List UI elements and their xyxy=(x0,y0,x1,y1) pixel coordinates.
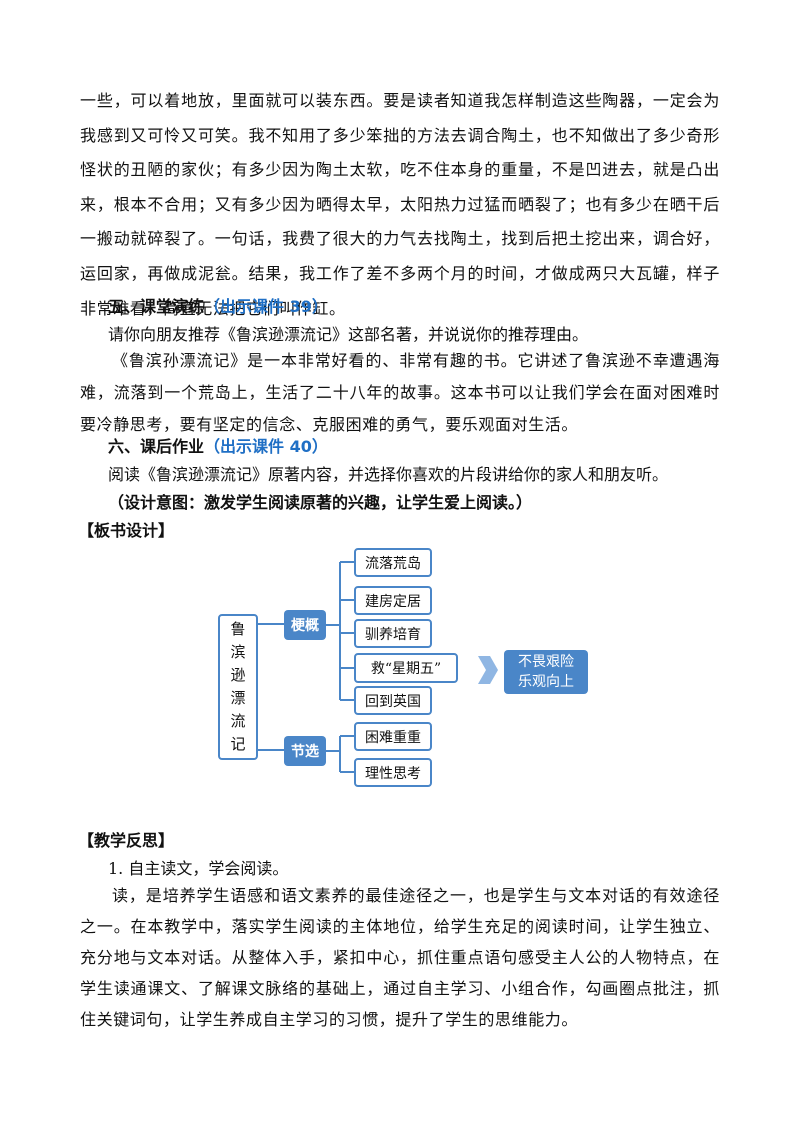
excerpt-item-box: 困难重重 xyxy=(354,722,432,751)
title-char: 流 xyxy=(230,712,246,730)
story-paragraph: 一些，可以着地放，里面就可以装东西。要是读者知道我怎样制造这些陶器，一定会为我感… xyxy=(80,91,720,318)
section-five-ref: （出示课件 39） xyxy=(204,297,328,316)
title-char: 记 xyxy=(230,735,246,753)
branch-summary-box: 梗概 xyxy=(284,610,326,640)
section-five-heading: 五、课堂演练（出示课件 39） xyxy=(108,296,328,318)
board-design-heading: 【板书设计】 xyxy=(78,521,175,540)
branch-excerpt-box: 节选 xyxy=(284,736,326,766)
reflection-heading: 【教学反思】 xyxy=(78,831,175,850)
section-five-prompt: 请你向朋友推荐《鲁滨逊漂流记》这部名著，并说说你的推荐理由。 xyxy=(108,325,589,344)
title-char: 滨 xyxy=(230,643,246,661)
excerpt-item-box: 理性思考 xyxy=(354,758,432,787)
summary-item-box: 驯养培育 xyxy=(354,619,432,648)
board-title-box: 鲁 滨 逊 漂 流 记 xyxy=(218,614,258,760)
title-char: 鲁 xyxy=(230,620,246,638)
reflection-item-one: 1. 自主读文，学会阅读。 xyxy=(108,859,289,878)
section-six-heading: 六、课后作业（出示课件 40） xyxy=(108,436,328,458)
section-five-answer: 《鲁滨孙漂流记》是一本非常好看的、非常有趣的书。它讲述了鲁滨逊不幸遭遇海难，流落… xyxy=(80,351,720,434)
reflection-paragraph: 读，是培养学生语感和语文素养的最佳途径之一，也是学生与文本对话的有效途径之一。在… xyxy=(80,886,720,1029)
design-intent-note: （设计意图：激发学生阅读原著的兴趣，让学生爱上阅读。） xyxy=(108,493,533,512)
summary-item-box: 回到英国 xyxy=(354,686,432,715)
title-char: 漂 xyxy=(230,689,246,707)
result-line: 乐观向上 xyxy=(518,674,574,690)
result-box: 不畏艰险 乐观向上 xyxy=(504,650,588,694)
arrow-icon xyxy=(478,656,498,684)
section-five-title: 五、课堂演练 xyxy=(108,297,205,316)
section-six-task: 阅读《鲁滨逊漂流记》原著内容，并选择你喜欢的片段讲给你的家人和朋友听。 xyxy=(108,465,669,484)
section-six-title: 六、课后作业 xyxy=(108,437,205,456)
summary-item-box: 建房定居 xyxy=(354,586,432,615)
summary-item-box: 流落荒岛 xyxy=(354,548,432,577)
summary-item-box: 救“星期五” xyxy=(354,653,458,683)
section-six-ref: （出示课件 40） xyxy=(204,437,328,456)
title-char: 逊 xyxy=(230,666,246,684)
result-line: 不畏艰险 xyxy=(518,654,574,670)
